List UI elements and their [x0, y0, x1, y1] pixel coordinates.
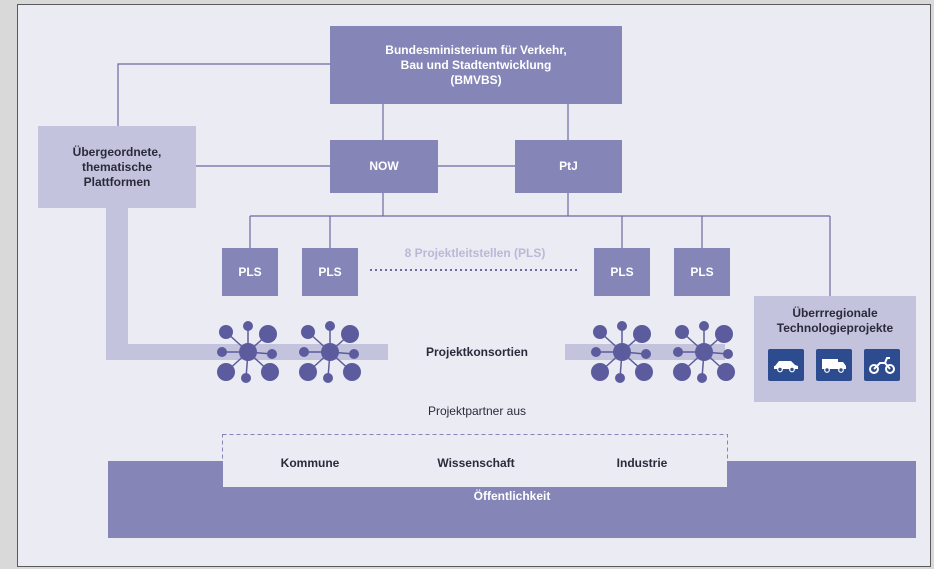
pls-box-1: PLS [222, 248, 278, 296]
car-icon [768, 349, 804, 381]
consortium-network-1 [217, 321, 279, 383]
platforms-box: Übergeordnete, thematische Plattformen [38, 126, 196, 208]
regional-projects-label: Überrregionale Technologieprojekte [776, 306, 894, 335]
now-box: NOW [330, 140, 438, 193]
partner-kommune: Kommune [280, 456, 340, 470]
pls-count-label: 8 Projektleitstellen (PLS) [404, 246, 546, 260]
partners-intro-label: Projektpartner aus [427, 404, 527, 418]
consortium-network-3 [591, 321, 653, 383]
consortia-label: Projektkonsortien [425, 345, 529, 359]
truck-icon [816, 349, 852, 381]
pls-box-4: PLS [674, 248, 730, 296]
pls-label: PLS [238, 264, 262, 279]
pls-box-3: PLS [594, 248, 650, 296]
public-label: Öffentlichkeit [473, 489, 551, 503]
platforms-label: Übergeordnete, thematische Plattformen [72, 144, 162, 189]
consortium-network-2 [299, 321, 361, 383]
ptj-box: PtJ [515, 140, 622, 193]
scooter-icon [864, 349, 900, 381]
pls-label: PLS [318, 264, 342, 279]
pls-box-2: PLS [302, 248, 358, 296]
partner-wissenschaft: Wissenschaft [437, 456, 515, 470]
partner-industrie: Industrie [616, 456, 668, 470]
pls-label: PLS [690, 264, 714, 279]
pls-label: PLS [610, 264, 634, 279]
partner-box-lower [223, 461, 727, 487]
bmvbs-box: Bundesministerium für Verkehr, Bau und S… [330, 26, 622, 104]
now-label: NOW [369, 159, 399, 173]
bmvbs-label: Bundesministerium für Verkehr, Bau und S… [385, 42, 567, 87]
consortium-network-4 [673, 321, 735, 383]
ptj-label: PtJ [559, 159, 578, 173]
